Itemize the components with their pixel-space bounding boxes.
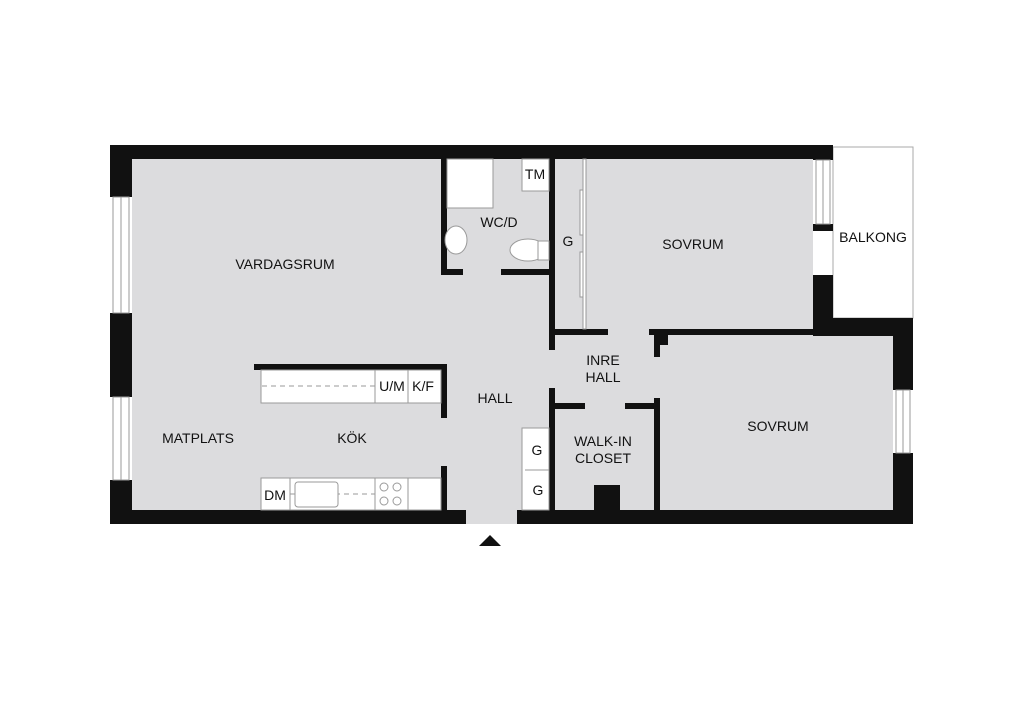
interior-walls (254, 159, 813, 510)
label-walk-in-1: WALK-IN (574, 433, 632, 449)
label-microwave-oven: U/M (379, 378, 405, 394)
label-hall-wardrobe-1: G (532, 442, 543, 458)
label-fridge-freezer: K/F (412, 378, 434, 394)
stove-icon (379, 482, 389, 492)
kitchen-counter (260, 477, 442, 511)
label-inner-hall-2: HALL (585, 369, 620, 385)
kitchen-island (260, 369, 442, 404)
label-inner-hall-1: INRE (586, 352, 619, 368)
bedroom2-floor (660, 336, 893, 510)
outer-walls (110, 145, 913, 524)
kitchen-sink-icon (294, 481, 339, 508)
entrance-arrow-icon (479, 535, 501, 546)
washing-machine (521, 158, 550, 192)
label-dining: MATPLATS (162, 430, 234, 446)
wardrobe-bedroom1 (579, 158, 587, 330)
bathroom-fixtures (444, 158, 550, 262)
windows (112, 159, 911, 481)
label-balcony: BALKONG (839, 229, 907, 245)
label-hall: HALL (477, 390, 512, 406)
label-bedroom2: SOVRUM (747, 418, 808, 434)
sink-icon (444, 225, 468, 255)
entrance-floor (466, 510, 517, 524)
label-living-room: VARDAGSRUM (235, 256, 334, 272)
hall-wardrobes (521, 427, 550, 511)
label-bedroom1: SOVRUM (662, 236, 723, 252)
label-dishwasher: DM (264, 487, 286, 503)
label-wardrobe-bedroom1: G (563, 233, 574, 249)
label-bathroom: WC/D (480, 214, 517, 230)
label-washing-machine: TM (525, 166, 545, 182)
label-kitchen: KÖK (337, 429, 367, 446)
label-hall-wardrobe-2: G (533, 482, 544, 498)
label-walk-in-2: CLOSET (575, 450, 631, 466)
shower (446, 158, 494, 209)
